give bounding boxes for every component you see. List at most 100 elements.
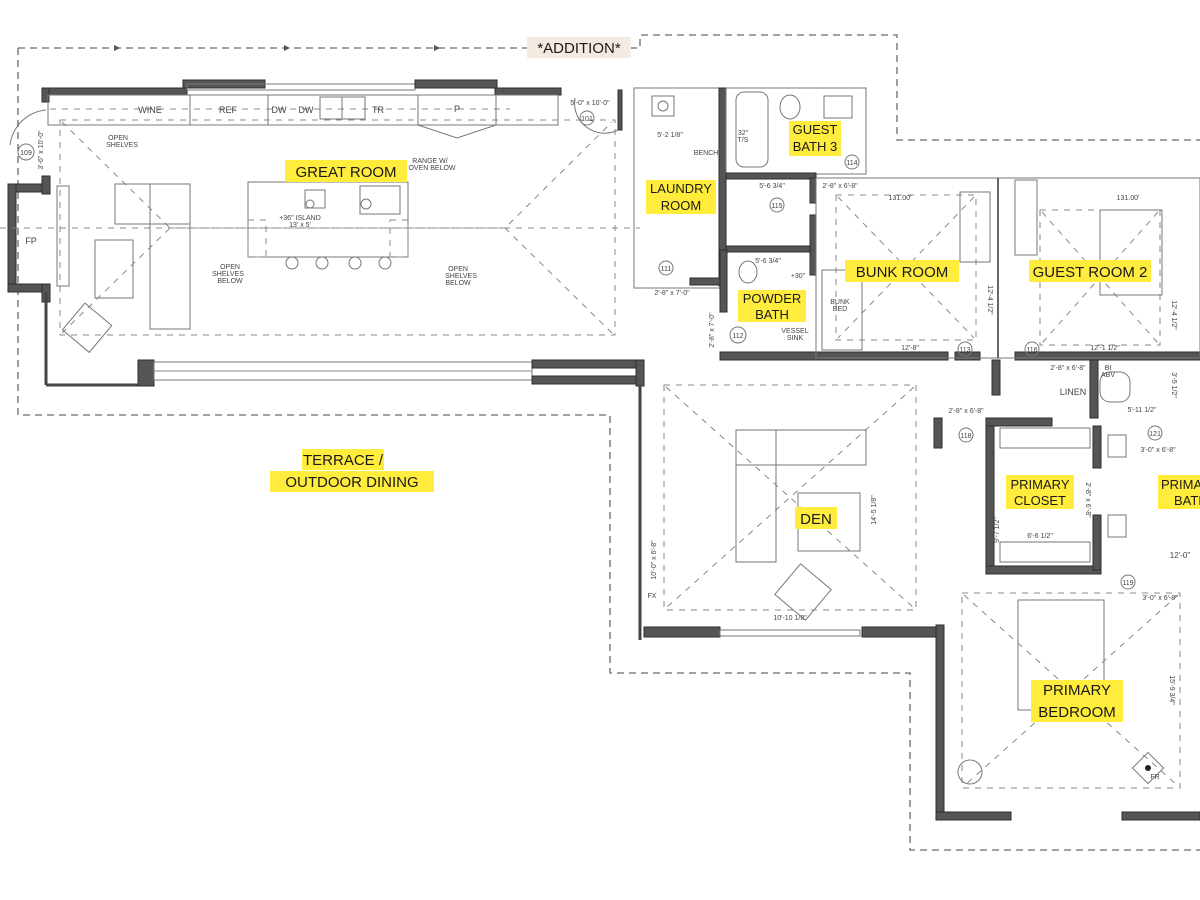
bunk-depth: 12'-4 1/2" (986, 285, 993, 315)
svg-text:116: 116 (1026, 347, 1037, 354)
svg-text:BELOW: BELOW (217, 278, 243, 285)
linen-label: LINEN (1060, 387, 1087, 397)
svg-text:T/S: T/S (738, 137, 749, 144)
bunk-width: 12'-8" (901, 345, 919, 352)
door-118-size: 2'-8" x 6'-8" (948, 408, 984, 415)
door-tag-115 (769, 197, 785, 213)
svg-text:GUEST ROOM 2: GUEST ROOM 2 (1033, 264, 1148, 281)
door-bunk-size: 2'-8" x 6'-8" (822, 183, 858, 190)
ceiling-height-guest: 131.00' (1117, 195, 1140, 202)
ceiling-height-bunk: 131.00' (889, 195, 912, 202)
kitchen-island (247, 181, 409, 270)
door-101-size: 5'-0" x 10'-0" (570, 100, 610, 107)
fx-label: FX (648, 593, 657, 600)
svg-text:115: 115 (771, 203, 782, 210)
door-112-size: 2'-8" x 7'-0" (709, 312, 716, 348)
svg-text:BUNK ROOM: BUNK ROOM (856, 264, 949, 281)
door-tag-113 (957, 341, 973, 357)
svg-text:13' x 5': 13' x 5' (289, 222, 311, 229)
wine-label: WINE (138, 105, 162, 115)
door-tag-109 (17, 143, 35, 161)
door-119-size: 3'-0" x 6'-8" (1142, 595, 1178, 602)
room-label-primary-bedroom: PRIMARY BEDROOM (1031, 680, 1123, 722)
island-note: +36" ISLAND (279, 215, 321, 222)
fr-label: FR (1150, 774, 1159, 781)
room-label-guest-room-2: GUEST ROOM 2 (1029, 260, 1151, 282)
room-label-primary-bath: PRIMARY BATH (1158, 475, 1200, 509)
wc-depth: 3'-5 1/2" (1170, 372, 1177, 398)
fireplace-label: FP (25, 236, 37, 246)
plus30-note: +30" (791, 273, 806, 280)
open-shelves-below-right: OPEN (448, 266, 468, 273)
room-label-great-room: GREAT ROOM (285, 160, 407, 182)
den-walls (638, 384, 943, 640)
svg-text:PRIMARY: PRIMARY (1011, 477, 1070, 492)
svg-text:POWDER: POWDER (743, 291, 802, 306)
svg-text:*ADDITION*: *ADDITION* (537, 40, 621, 57)
svg-text:BEDROOM: BEDROOM (1038, 704, 1116, 721)
guest-depth: 12'-4 1/2" (1170, 300, 1177, 330)
room-label-powder-bath: POWDER BATH (738, 290, 806, 322)
pantry-label: P (454, 104, 460, 114)
door-109-size: 3'-6" x 10'-0" (38, 130, 45, 170)
bath-dim: 12'-0" (1170, 551, 1191, 560)
kitchen-counters (47, 94, 559, 139)
door-tag-111 (658, 260, 674, 276)
svg-text:LAUNDRY: LAUNDRY (650, 181, 712, 196)
svg-text:BELOW: BELOW (445, 280, 471, 287)
svg-text:CLOSET: CLOSET (1014, 493, 1066, 508)
svg-text:OUTDOOR DINING: OUTDOOR DINING (285, 474, 418, 491)
laundry-dim: 5'-2 1/8" (657, 132, 683, 139)
powder-dim: 5'-6 3/4" (755, 258, 781, 265)
svg-text:BATH: BATH (1174, 493, 1200, 508)
svg-text:111: 111 (661, 266, 672, 273)
svg-text:SINK: SINK (787, 335, 804, 342)
den-door-size: 10'-0" x 6'-8" (651, 540, 658, 580)
svg-text:SHELVES: SHELVES (445, 273, 477, 280)
svg-text:121: 121 (1149, 431, 1161, 438)
svg-text:SHELVES: SHELVES (106, 142, 138, 149)
den-depth: 14'-5 1/8" (871, 495, 878, 525)
svg-text:109: 109 (20, 150, 32, 157)
door-tag-118 (958, 427, 974, 443)
svg-text:DEN: DEN (800, 511, 832, 528)
door-tag-119 (1120, 574, 1136, 590)
bench-label: BENCH (694, 150, 719, 157)
svg-text:BED: BED (833, 306, 847, 313)
svg-text:119: 119 (1122, 580, 1133, 587)
room-label-guest-bath-3: GUEST BATH 3 (789, 121, 841, 156)
den-width: 10'-10 1/8" (773, 615, 807, 622)
door-tag-112 (729, 326, 747, 344)
door-tag-116 (1024, 341, 1040, 357)
furniture-great-room (56, 183, 191, 354)
closet-115-dim: 5'-6 3/4" (759, 183, 785, 190)
svg-text:ROOM: ROOM (661, 198, 701, 213)
closet-depth: 9'-7 1/2" (994, 517, 1001, 543)
tub-note: 32" (738, 130, 749, 137)
svg-text:GUEST: GUEST (793, 122, 838, 137)
svg-text:PRIMARY: PRIMARY (1043, 682, 1111, 699)
door-111-size: 2'-8" x 7'-0" (654, 290, 690, 297)
dw-label: DW (272, 105, 287, 115)
room-label-primary-closet: PRIMARY CLOSET (1006, 475, 1074, 509)
wc-dim: 5'-11 1/2" (1128, 407, 1158, 414)
bed-depth: 15'-9 3/4" (1168, 675, 1175, 705)
guest-width: 12'-1 1/2" (1090, 345, 1120, 352)
door-tag-121 (1147, 425, 1163, 441)
svg-text:114: 114 (846, 160, 857, 167)
svg-text:OVEN BELOW: OVEN BELOW (408, 165, 455, 172)
door-tag-101 (579, 110, 595, 126)
great-room-walls (7, 79, 645, 387)
ref-label: REF (219, 105, 238, 115)
svg-text:BATH 3: BATH 3 (793, 139, 838, 154)
room-label-terrace: TERRACE / OUTDOOR DINING (270, 449, 434, 492)
range-note: RANGE W/ (412, 158, 447, 165)
door-tag-114 (844, 154, 860, 170)
svg-text:TERRACE /: TERRACE / (303, 452, 384, 469)
svg-text:112: 112 (732, 333, 743, 340)
svg-text:113: 113 (959, 347, 970, 354)
bunk-bed-note: BUNK (830, 299, 850, 306)
closet-door-size: 2'-8" x 6'-8" (1084, 482, 1091, 518)
